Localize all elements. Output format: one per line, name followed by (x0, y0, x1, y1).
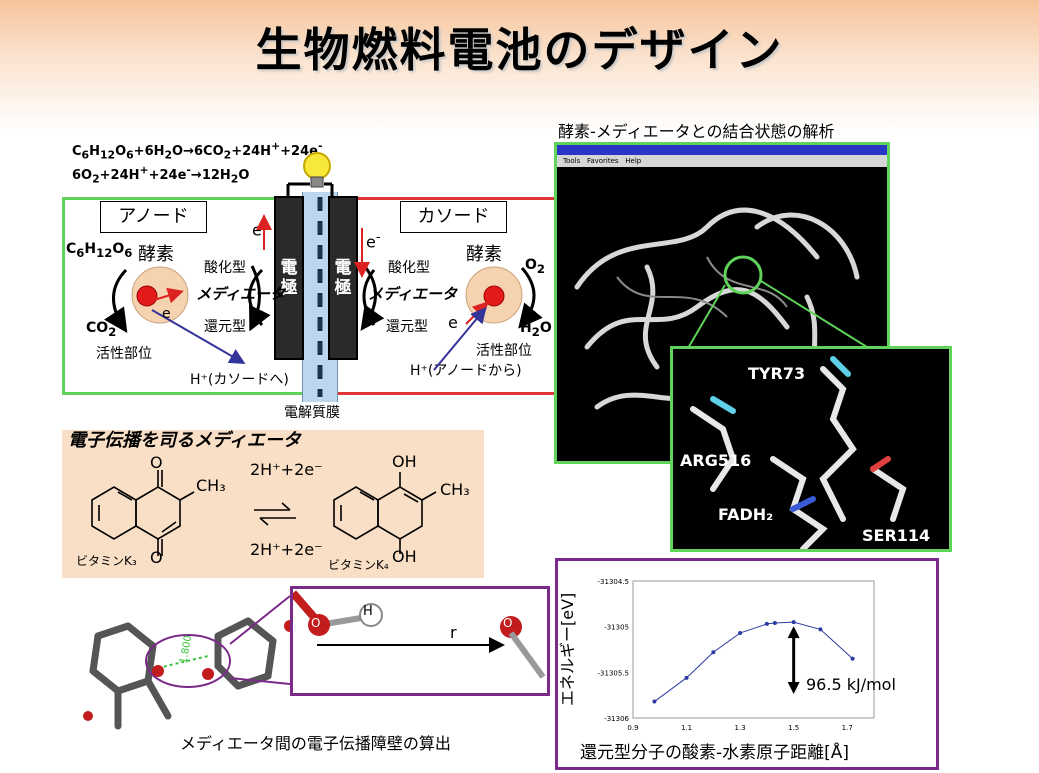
chart-annotation: 96.5 kJ/mol (806, 675, 896, 694)
energy-point (738, 631, 743, 636)
anode-scheme-icon: e (104, 214, 272, 365)
anode-oxidized-label: 酸化型 (204, 260, 246, 276)
plot-frame (632, 580, 875, 719)
cathode-enzyme-label: 酵素 (466, 244, 502, 265)
right-oh-bottom: OH (392, 547, 417, 566)
proton-transfer-icon (289, 590, 546, 679)
anode-label: アノード (100, 201, 207, 233)
energy-point (818, 627, 823, 632)
right-ch3: CH₃ (440, 480, 470, 499)
energy-point (791, 620, 796, 625)
glucose-label: C6H12O6 (66, 241, 133, 260)
menu-favorites[interactable]: Favorites (586, 157, 619, 165)
y-tick-label: -31305 (604, 624, 629, 632)
docking-heading: 酵素-メディエータとの結合状態の解析 (558, 122, 835, 141)
forward-condition: 2H⁺+2e⁻ (250, 460, 323, 479)
page-title: 生物燃料電池のデザイン (255, 23, 784, 77)
svg-text:e: e (162, 306, 171, 322)
left-ch3: CH₃ (196, 476, 226, 495)
residue-ser114: SER114 (862, 526, 931, 545)
y-tick-label: -31305.5 (598, 669, 629, 677)
mediator-panel (62, 430, 484, 578)
docking-titlebar (557, 145, 887, 155)
o2-label: O2 (525, 257, 546, 276)
electron-cathode-site: e (448, 313, 458, 332)
vitamin-k3-label: ビタミンK₃ (76, 554, 137, 568)
cathode-oxidized-label: 酸化型 (388, 260, 430, 276)
electron-cathode: e- (366, 230, 381, 252)
cathode-equation: 6O2+24H++24e-→12H2O (72, 164, 250, 186)
membrane-label: 電解質膜 (284, 405, 340, 421)
right-oh-top: OH (392, 452, 417, 471)
chart-ylabel: エネルギー[eV] (558, 592, 577, 706)
cathode-scheme-icon (354, 228, 543, 371)
cathode-label: カソード (400, 201, 507, 233)
left-o-bottom: O (150, 548, 163, 567)
barrier-arrow-head-bottom (787, 682, 800, 694)
chart-series (652, 620, 855, 704)
docking-menubar: Tools Favorites Help (557, 155, 887, 167)
energy-point (711, 650, 716, 655)
x-tick-label: 1.1 (681, 724, 692, 732)
anode-mediator-label: メディエータ (196, 285, 285, 303)
barrier-arrow-head-top (787, 626, 800, 639)
lightbulb-icon (286, 152, 334, 198)
oxygen-left: O (311, 616, 321, 630)
y-tick-label: -31304.5 (598, 578, 629, 586)
y-tick-label: -31306 (604, 715, 629, 723)
x-tick-label: 0.9 (627, 724, 638, 732)
mediator-heading: 電子伝播を司るメディエータ (68, 430, 301, 451)
cathode-electrode-label: 電極 (334, 258, 352, 298)
binding-site-zoom (670, 346, 952, 552)
cathode-active-site-label: 活性部位 (476, 343, 532, 359)
membrane-dashes-icon (317, 197, 323, 397)
energy-point (772, 621, 777, 626)
backward-condition: 2H⁺+2e⁻ (250, 540, 323, 559)
hydrogen-atom: H (363, 604, 373, 619)
oxygen-right: O (503, 616, 513, 630)
anode-enzyme-label: 酵素 (138, 244, 174, 265)
docking-window: Tools Favorites Help (554, 142, 890, 464)
x-tick-label: 1.7 (842, 724, 853, 732)
energy-point (764, 621, 769, 626)
menu-help[interactable]: Help (625, 157, 642, 165)
proton-transfer-panel (289, 586, 550, 696)
energy-point (684, 675, 689, 680)
chart-xlabel: 還元型分子の酸素-水素原子距離[Å] (580, 743, 850, 763)
cathode-mediator-label: メディエータ (368, 285, 457, 303)
binding-site-sticks-icon (690, 356, 907, 552)
residue-tyr73: TYR73 (748, 364, 806, 383)
anode-electrode-label: 電極 (280, 258, 298, 298)
mediator-structures-icon (91, 470, 437, 556)
residue-fadh2: FADH₂ (718, 505, 774, 524)
residue-arg516: ARG516 (680, 451, 752, 470)
x-tick-label: 1.5 (788, 724, 799, 732)
anode-reduced-label: 還元型 (204, 319, 246, 335)
energy-point (850, 656, 855, 661)
x-tick-label: 1.3 (735, 724, 746, 732)
title-band (0, 0, 1039, 130)
vitamin-k4-label: ビタミンK₄ (328, 558, 389, 572)
cathode-electrode: 電極 (328, 196, 358, 360)
distance-r-label: r (450, 623, 457, 642)
h-from-anode-label: H⁺(アノードから) (410, 363, 522, 379)
barrier-caption: メディエータ間の電子伝播障壁の算出 (180, 734, 451, 753)
energy-point (652, 699, 657, 704)
mediator-dimer-icon (83, 595, 296, 730)
cathode-reduced-label: 還元型 (386, 319, 428, 335)
anode-active-site-label: 活性部位 (96, 346, 152, 362)
menu-tools[interactable]: Tools (563, 157, 581, 165)
left-o-top: O (150, 453, 163, 472)
h-to-cathode-label: H⁺(カソードへ) (190, 372, 289, 388)
